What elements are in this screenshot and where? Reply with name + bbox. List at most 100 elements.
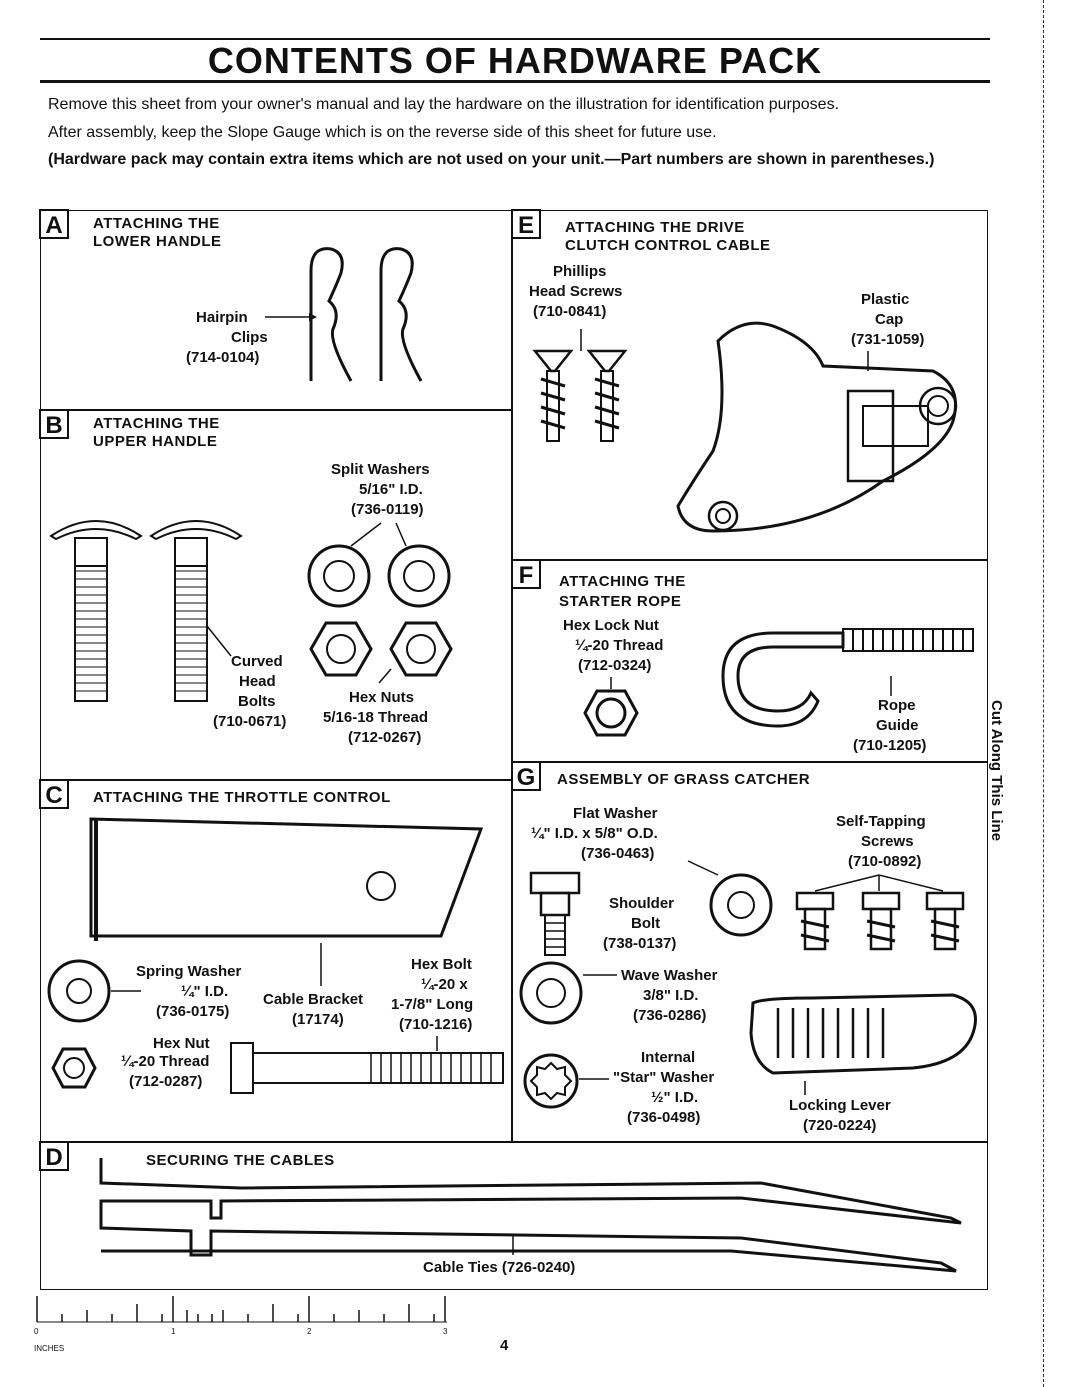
intro-bold-note: (Hardware pack may contain extra items w…: [48, 151, 935, 168]
label-bolts: Bolts: [238, 693, 276, 710]
ruler-mark: 3: [443, 1327, 448, 1336]
panel-b: B ATTACHING THE UPPER HANDLE Split Washe…: [39, 409, 512, 780]
label-flat-washer: Flat Washer: [573, 805, 658, 822]
label-hex-nut: Hex Nut: [153, 1035, 210, 1052]
label-screws-part: (710-0841): [533, 303, 607, 320]
label-split-washers-size: 5/16" I.D.: [359, 481, 423, 498]
panel-heading: UPPER HANDLE: [93, 433, 218, 450]
screws-cap-icon: [532, 321, 958, 533]
label-shoulder-bolt-part: (738-0137): [603, 935, 677, 952]
ruler-mark: 0: [34, 1327, 39, 1336]
bolts-washers-nuts-icon: [49, 520, 453, 702]
panel-letter: C: [39, 779, 69, 809]
throttle-hardware-icon: [47, 817, 504, 1094]
panel-f: F ATTACHING THE STARTER ROPE Hex Lock Nu…: [511, 559, 988, 762]
label-hex-lock-nut: Hex Lock Nut: [563, 617, 659, 634]
label-shoulder: Shoulder: [609, 895, 675, 912]
panel-heading: ATTACHING THE THROTTLE CONTROL: [93, 789, 391, 806]
panel-heading: LOWER HANDLE: [93, 233, 222, 250]
panel-letter: B: [39, 409, 69, 439]
label-cable-bracket: Cable Bracket: [263, 991, 364, 1008]
page-number: 4: [500, 1337, 509, 1354]
label-plastic: Plastic: [861, 291, 910, 308]
hairpin-clip-icon: [265, 247, 423, 382]
cut-line: [1043, 0, 1045, 1387]
panel-letter: D: [39, 1141, 69, 1171]
label-hairpin: Hairpin: [196, 309, 248, 326]
grass-catcher-hardware-icon: [519, 860, 977, 1109]
panel-heading: STARTER ROPE: [559, 593, 682, 610]
panel-heading: ATTACHING THE: [559, 573, 686, 590]
ruler-mark: 1: [171, 1327, 176, 1336]
label-head-screws: Head Screws: [529, 283, 623, 300]
label-hex-bolt-size: ¼-20 x: [421, 976, 468, 993]
cut-line-label: Cut Along This Line: [988, 700, 1005, 842]
label-cap: Cap: [875, 311, 904, 328]
label-guide: Guide: [876, 717, 919, 734]
ruler-unit: INCHES: [34, 1344, 65, 1353]
panel-heading: ATTACHING THE: [93, 415, 220, 432]
label-hex-bolt: Hex Bolt: [411, 956, 472, 973]
label-rope: Rope: [878, 697, 916, 714]
label-cable-ties: Cable Ties (726-0240): [423, 1259, 576, 1276]
panel-letter: E: [511, 209, 541, 239]
label-curved: Curved: [231, 653, 283, 670]
cable-tie-icon: [99, 1158, 962, 1273]
panel-d: D SECURING THE CABLES Cable Ties (726-02…: [39, 1141, 988, 1290]
lock-nut-rope-guide-icon: [583, 628, 974, 737]
inch-ruler: [36, 1296, 447, 1323]
panel-c: C ATTACHING THE THROTTLE CONTROL Spring …: [39, 779, 512, 1142]
panel-heading: ATTACHING THE DRIVE: [565, 219, 745, 236]
panel-heading: ASSEMBLY OF GRASS CATCHER: [557, 771, 811, 788]
label-star-washer-part: (736-0498): [627, 1109, 701, 1126]
label-split-washers-part: (736-0119): [351, 501, 424, 518]
label-hex-nut-thread: ¼-20 Thread: [121, 1053, 210, 1070]
label-self-tapping-part: (710-0892): [848, 853, 922, 870]
panel-letter: G: [511, 761, 541, 791]
intro-line-1: Remove this sheet from your owner's manu…: [48, 96, 840, 113]
intro-line-2: After assembly, keep the Slope Gauge whi…: [48, 124, 717, 141]
page-title: CONTENTS OF HARDWARE PACK: [207, 40, 823, 81]
label-cap-part: (731-1059): [851, 331, 925, 348]
label-part: (714-0104): [186, 349, 260, 366]
panel-heading: CLUTCH CONTROL CABLE: [565, 237, 771, 254]
label-self-tapping: Self-Tapping: [836, 813, 926, 830]
label-star-washer: "Star" Washer: [613, 1069, 715, 1086]
label-spring-washer: Spring Washer: [136, 963, 242, 980]
label-hex-lock-nut-thread: ¼-20 Thread: [575, 637, 664, 654]
label-wave-washer-size: 3/8" I.D.: [643, 987, 699, 1004]
label-hex-nuts-thread: 5/16-18 Thread: [323, 709, 429, 726]
label-guide-part: (710-1205): [853, 737, 927, 754]
label-bolt: Bolt: [631, 915, 661, 932]
label-cable-bracket-part: (17174): [292, 1011, 344, 1028]
label-phillips: Phillips: [553, 263, 607, 280]
label-hex-bolt-length: 1-7/8" Long: [391, 996, 474, 1013]
panel-e: E ATTACHING THE DRIVE CLUTCH CONTROL CAB…: [511, 209, 988, 560]
ruler-mark: 2: [307, 1327, 312, 1336]
label-wave-washer: Wave Washer: [621, 967, 718, 984]
label-clips: Clips: [231, 329, 268, 346]
label-hex-nuts-part: (712-0267): [348, 729, 422, 746]
label-hex-bolt-part: (710-1216): [399, 1016, 473, 1033]
label-hex-lock-nut-part: (712-0324): [578, 657, 652, 674]
panel-g: G ASSEMBLY OF GRASS CATCHER Flat Washer …: [511, 761, 988, 1142]
label-flat-washer-size: ¼" I.D. x 5/8" O.D.: [531, 825, 658, 842]
label-star-washer-size: ½" I.D.: [651, 1089, 699, 1106]
panel-heading: ATTACHING THE: [93, 215, 220, 232]
label-spring-washer-part: (736-0175): [156, 1003, 230, 1020]
label-head: Head: [239, 673, 276, 690]
label-flat-washer-part: (736-0463): [581, 845, 655, 862]
label-locking-lever: Locking Lever: [789, 1097, 891, 1114]
label-spring-washer-size: ¼" I.D.: [181, 983, 229, 1000]
label-screws: Screws: [861, 833, 914, 850]
label-split-washers: Split Washers: [331, 461, 430, 478]
label-wave-washer-part: (736-0286): [633, 1007, 707, 1024]
panel-letter: F: [511, 559, 541, 589]
label-internal: Internal: [641, 1049, 696, 1066]
panel-a: A ATTACHING THE LOWER HANDLE Hairpin Cli…: [39, 209, 512, 410]
label-hex-nut-part: (712-0287): [129, 1073, 203, 1090]
label-bolts-part: (710-0671): [213, 713, 287, 730]
panel-letter: A: [39, 209, 69, 239]
label-locking-lever-part: (720-0224): [803, 1117, 877, 1134]
panel-heading: SECURING THE CABLES: [146, 1152, 335, 1169]
